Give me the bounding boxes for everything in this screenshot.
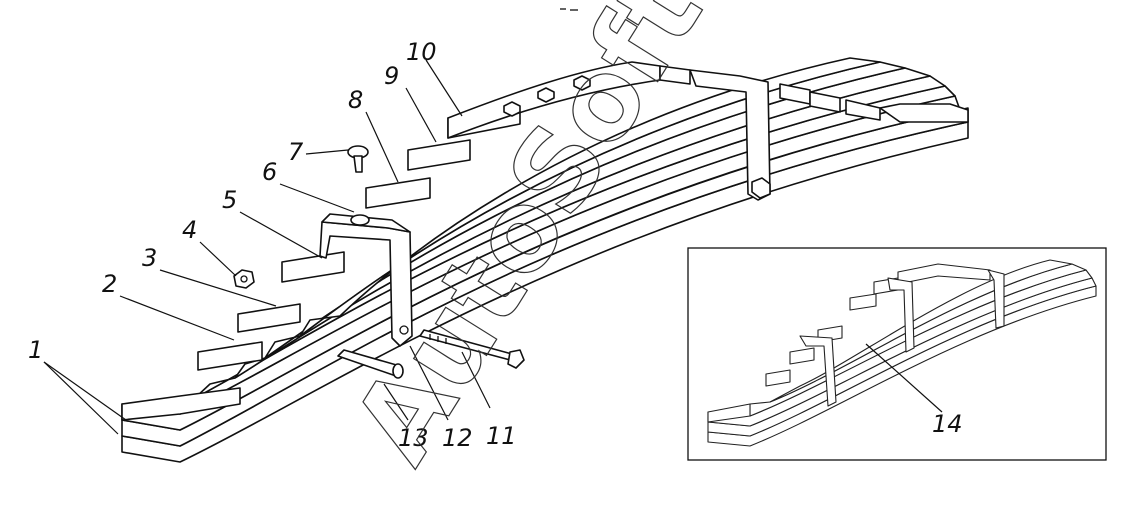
callout-8: 8: [348, 86, 363, 114]
plate-bolt-1: [503, 101, 521, 117]
callout-numbers: 1 2 3 4 5 6 7 8 9 10 11 12 13: [28, 38, 517, 452]
callout-1: 1: [28, 336, 43, 364]
assembled-spring-inset: 14: [687, 247, 1107, 461]
main-leaf-spring: [121, 57, 969, 463]
right-step-3: [809, 91, 841, 113]
rivet-6: [350, 214, 370, 226]
leaf-end-3: [237, 303, 301, 333]
callout-14: 14: [932, 410, 963, 438]
callout-3: 3: [142, 244, 157, 272]
right-step-1: [659, 65, 691, 85]
plate-bolt-2: [537, 87, 555, 103]
callout-4: 4: [182, 216, 197, 244]
callout-7: 7: [288, 138, 304, 166]
sleeve-13: [337, 349, 404, 379]
bolt-11: [419, 329, 525, 369]
rivet-7: [347, 145, 369, 173]
plate-bolt-3: [573, 75, 591, 91]
leader-lines: [43, 59, 491, 435]
callout-9: 9: [384, 62, 399, 90]
top-mark: [560, 8, 578, 11]
right-clamp-nut: [751, 177, 771, 199]
nut-4: [233, 269, 255, 289]
leaf-end-5: [281, 251, 345, 283]
leaf-end-1: [121, 387, 241, 421]
right-eye-end: [879, 103, 969, 123]
leaf-end-8: [365, 177, 431, 209]
leaf-end-2: [197, 341, 263, 371]
leaf-end-9: [407, 139, 471, 171]
callout-13: 13: [398, 424, 429, 452]
callout-12: 12: [442, 424, 473, 452]
callout-10: 10: [406, 38, 437, 66]
callout-11: 11: [486, 422, 517, 450]
right-step-4: [845, 99, 881, 121]
left-clamp-hole: [399, 325, 409, 335]
right-clamp: [689, 69, 771, 201]
callout-2: 2: [102, 270, 117, 298]
callout-6: 6: [262, 158, 277, 186]
callout-5: 5: [222, 186, 237, 214]
